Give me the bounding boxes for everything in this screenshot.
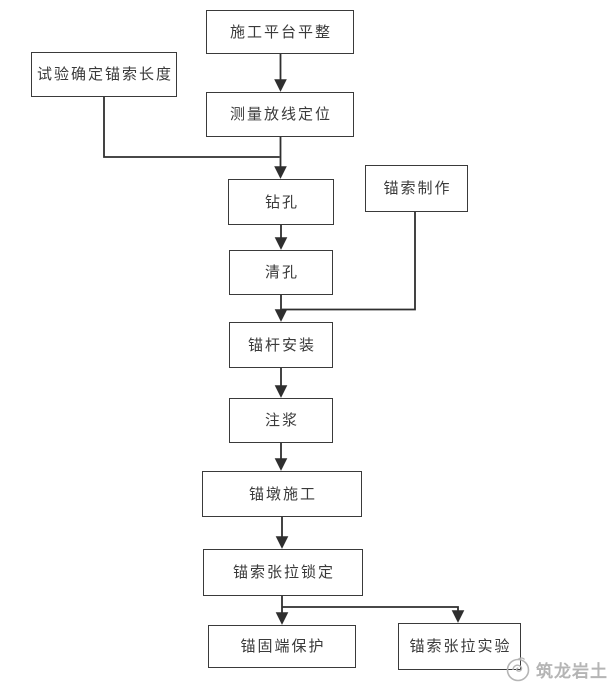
watermark: 筑龙岩土	[505, 655, 608, 683]
flow-node-test-length: 试验确定锚索长度	[31, 52, 177, 97]
flow-node-cable-making: 锚索制作	[365, 165, 468, 212]
flow-node-drill: 钻孔	[228, 179, 334, 225]
flow-node-tension-test: 锚索张拉实验	[398, 623, 521, 670]
flow-node-end-protect: 锚固端保护	[208, 625, 356, 668]
flow-node-grouting: 注浆	[229, 398, 333, 443]
flow-node-survey: 测量放线定位	[206, 92, 354, 137]
zhulong-logo-icon	[506, 657, 530, 682]
flow-node-clean-hole: 清孔	[229, 250, 333, 295]
flow-node-tension-lock: 锚索张拉锁定	[203, 549, 363, 596]
watermark-text: 筑龙岩土	[536, 661, 608, 682]
flow-node-pier: 锚墩施工	[202, 471, 362, 517]
flow-node-platform: 施工平台平整	[206, 10, 354, 54]
flow-node-anchor-install: 锚杆安装	[229, 322, 333, 368]
